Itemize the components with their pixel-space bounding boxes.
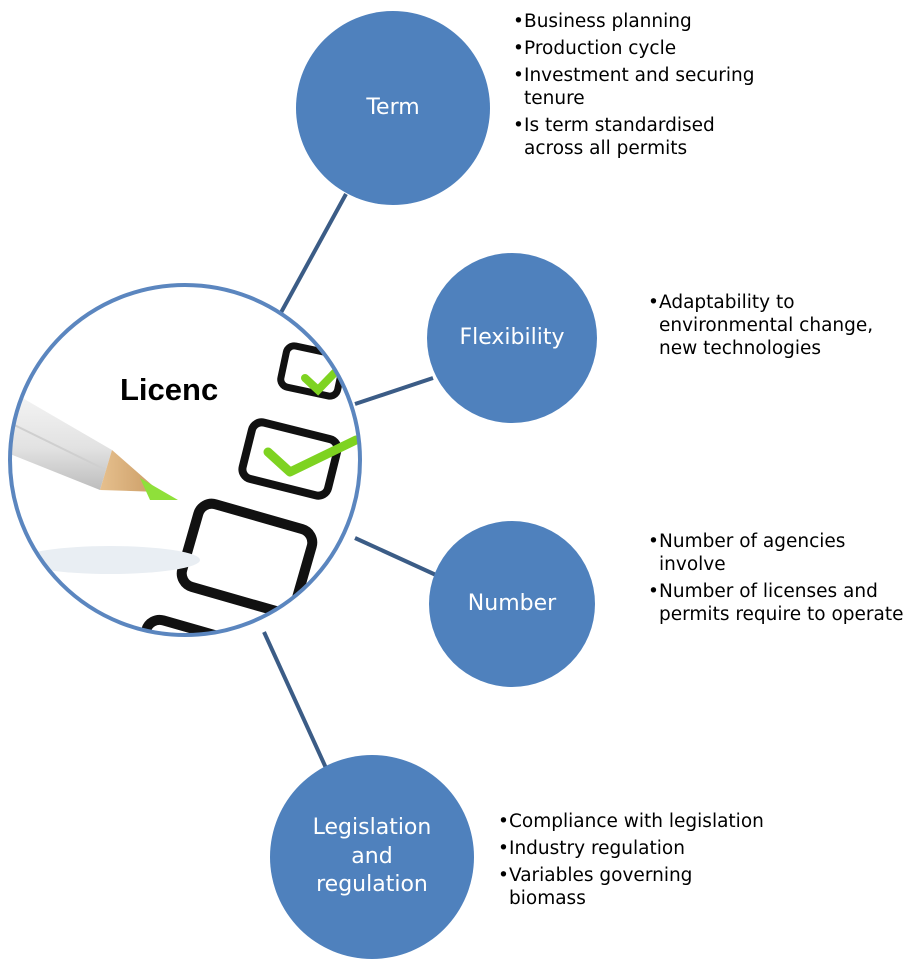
bullet-item: •Investment and securing tenure	[513, 65, 755, 109]
checkbox-checked-icon	[238, 418, 360, 500]
hub-circle	[8, 283, 362, 637]
node-term-circle	[296, 11, 490, 205]
legislation-bullet-list: •Compliance with legislation •Industry r…	[498, 810, 838, 914]
bullet-item: •Industry regulation	[498, 838, 685, 859]
pencil-icon	[10, 385, 178, 500]
bullet-item: •Production cycle	[513, 38, 677, 59]
node-label-number: Number	[467, 590, 557, 616]
hub-title: Licenc	[120, 372, 219, 407]
bullet-item: •Variables governing biomass	[498, 865, 693, 909]
connector-lines	[262, 193, 437, 769]
connector-term	[276, 193, 348, 319]
term-bullet-list: •Business planning •Production cycle •In…	[513, 10, 813, 164]
bullet-item: •Is term standardised across all permits	[513, 115, 715, 159]
node-label-legislation: Legislation and regulation	[312, 815, 432, 898]
node-flexibility-circle	[427, 253, 597, 423]
node-legislation-circle	[270, 755, 474, 959]
node-label-term: Term	[366, 94, 420, 120]
bullet-item: •Number of agencies involve	[648, 531, 846, 575]
bullet-item: •Number of licenses and permits require …	[648, 581, 904, 625]
connector-number	[354, 536, 437, 577]
flexibility-bullet-list: •Adaptability to environmental change, n…	[648, 291, 908, 364]
connector-legislation	[262, 631, 328, 769]
checklist-picture	[10, 285, 360, 635]
bullet-item: •Compliance with legislation	[498, 811, 764, 832]
connector-flexibility	[354, 376, 434, 406]
checkbox-empty-icon	[176, 498, 318, 618]
bullet-item: •Business planning	[513, 11, 692, 32]
number-bullet-list: •Number of agencies involve •Number of l…	[648, 530, 916, 630]
node-label-flexibility: Flexibility	[459, 324, 565, 350]
node-number-circle	[429, 521, 595, 687]
bullet-item: •Adaptability to environmental change, n…	[648, 292, 874, 359]
